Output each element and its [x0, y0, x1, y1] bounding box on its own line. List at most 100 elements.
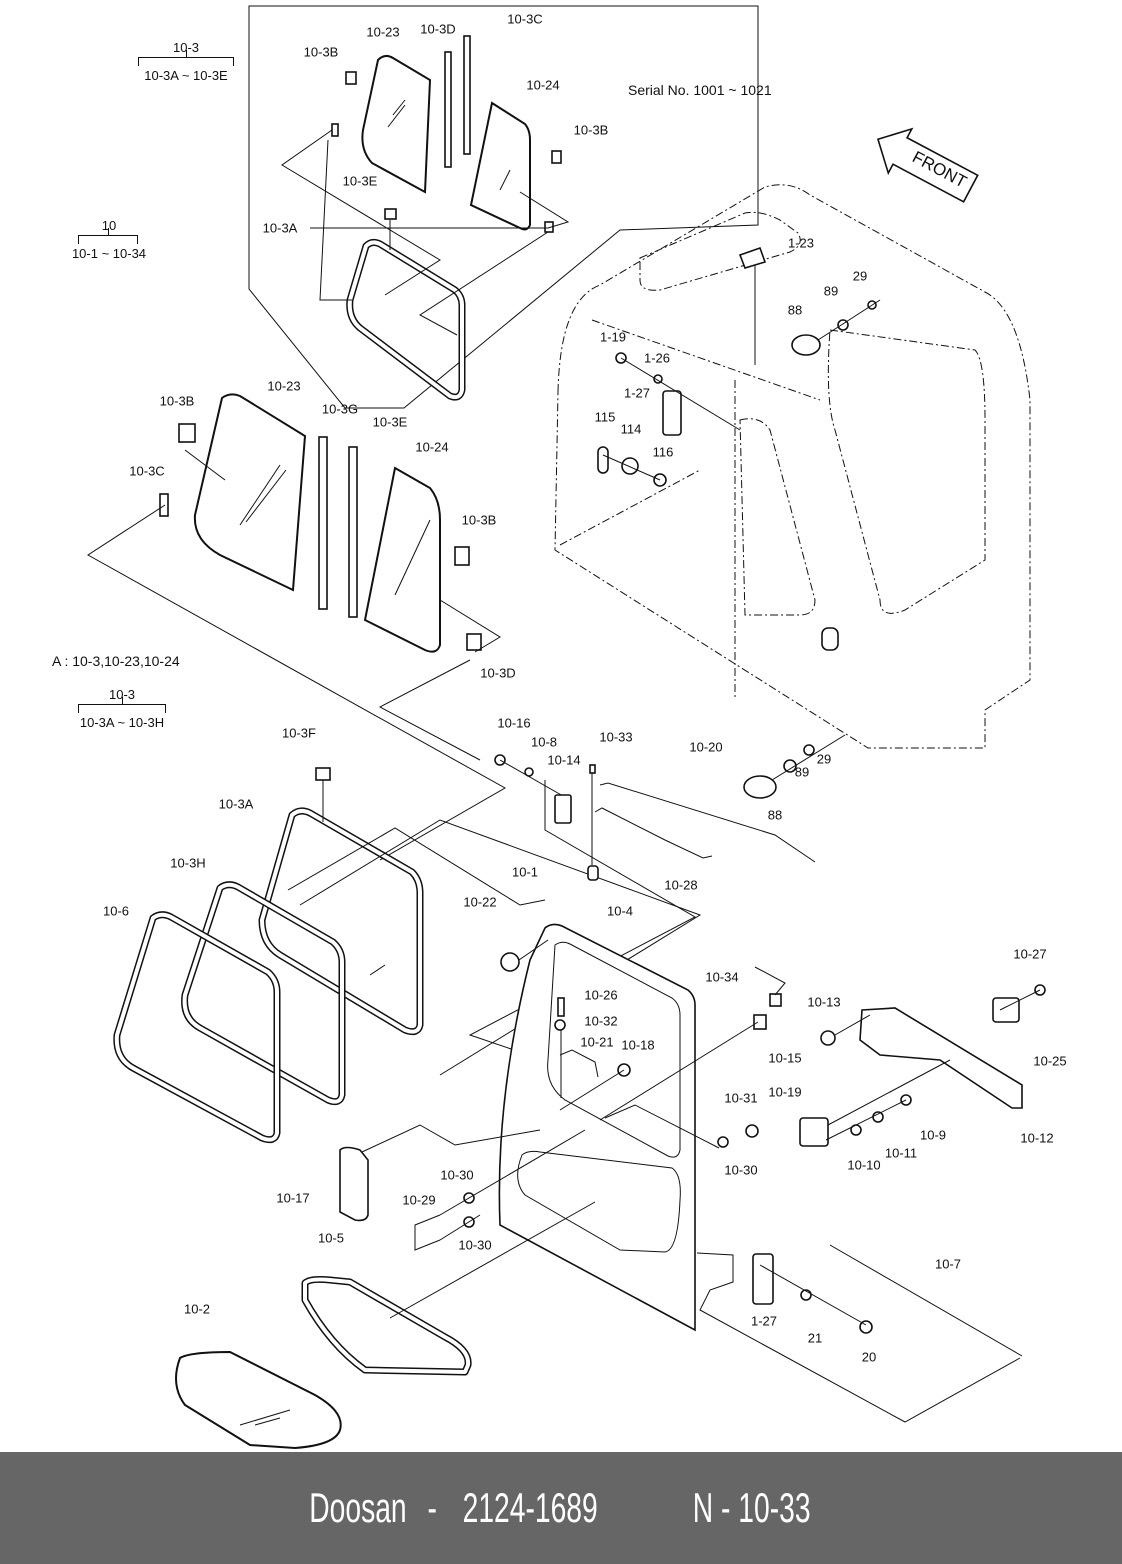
stopper-10-13 [820, 1030, 836, 1046]
callout: 10-18 [621, 1037, 655, 1053]
strip-10-7 [829, 1244, 1023, 1357]
callout: 10-4 [606, 903, 634, 919]
callout: 10-3E [372, 414, 408, 430]
callout: 10-3D [420, 21, 456, 37]
callout: 10-34 [705, 969, 739, 985]
callout: 10-3G [321, 401, 359, 417]
callout: 10-16 [497, 715, 531, 731]
callout: 89 [794, 764, 810, 780]
plate-115 [597, 446, 609, 474]
callout: 115 [594, 409, 616, 425]
callout: 10-1 [511, 864, 539, 880]
callout: 10-5 [317, 1230, 345, 1246]
callout: 10-12 [1020, 1130, 1054, 1146]
callout: 10-2 [183, 1301, 211, 1317]
callout: 10-21 [580, 1034, 614, 1050]
callout: 1-26 [643, 350, 671, 366]
handle-10-25 [992, 997, 1020, 1023]
footer-brand: Doosan [309, 1484, 407, 1531]
rod-10-20 [599, 782, 816, 863]
callout: 10-3B [159, 393, 195, 409]
callout: 10-30 [724, 1162, 758, 1178]
callout: 10-3F [282, 725, 316, 741]
bracket-10-3-inset: 10-3 10-3A ~ 10-3E [138, 40, 234, 83]
glass-10-24 [363, 466, 441, 653]
callout: 10-11 [884, 1145, 918, 1161]
washer-10-32 [554, 1019, 566, 1031]
inset-glass-10-23 [361, 54, 432, 194]
assembly-note: A : 10-3,10-23,10-24 [52, 653, 180, 669]
callout: 1-23 [787, 235, 815, 251]
hinge-1-27-top [662, 390, 682, 436]
callout: 10-22 [463, 894, 497, 910]
inset-frame [248, 5, 759, 409]
nut-10-31 [745, 1124, 759, 1138]
knob-88-top [791, 334, 821, 356]
washer-29-bottom [803, 744, 815, 756]
callout: 89 [823, 283, 839, 299]
serial-note: Serial No. 1001 ~ 1021 [628, 82, 772, 98]
parts-diagram: 10-3 10-3A ~ 10-3E 10 10-1 ~ 10-34 10-3 … [52, 5, 1067, 1450]
callout: 21 [807, 1330, 823, 1346]
callout: 10-14 [547, 752, 581, 768]
callout: 10-9 [919, 1127, 947, 1143]
bracket-1-23 [738, 246, 767, 269]
front-arrow [876, 127, 979, 203]
callout: 10-23 [366, 24, 400, 40]
callout: 10-28 [664, 877, 698, 893]
washer-1-26 [653, 374, 663, 384]
bracket-10-3-seals: 10-3 10-3A ~ 10-3H [78, 687, 166, 730]
plate-10-12 [859, 1007, 1023, 1109]
callout: 10-30 [458, 1237, 492, 1253]
footer-bar: Doosan - 2124-1689 N - 10-33 [0, 1452, 1122, 1564]
callout: 10-32 [584, 1013, 618, 1029]
inset-clip-left [331, 123, 339, 137]
callout: 10-3C [129, 463, 165, 479]
callout: 10-23 [267, 378, 301, 394]
callout: 10-15 [768, 1050, 802, 1066]
callout: 10-3A [218, 796, 254, 812]
strip-10-3G [318, 436, 328, 610]
block-10-3F [315, 767, 331, 781]
callout: 1-27 [750, 1313, 778, 1329]
callout: 10-17 [276, 1190, 310, 1206]
callout: 10-29 [402, 1192, 436, 1208]
hinge-1-27-bottom [752, 1253, 774, 1305]
callout: 10-26 [584, 987, 618, 1003]
callout: 10-8 [530, 734, 558, 750]
inset-strip-10-3D [444, 51, 452, 168]
latch-10-14 [554, 794, 572, 824]
bracket-10: 10 10-1 ~ 10-34 [71, 218, 147, 261]
clip-10-3D [466, 633, 482, 651]
callout: 10-33 [599, 729, 633, 745]
callout: 10-31 [724, 1090, 758, 1106]
glass-10-23 [193, 393, 307, 592]
callout: 10-25 [1033, 1053, 1067, 1069]
callout: 88 [767, 807, 783, 823]
seal-10-5 [301, 1275, 472, 1376]
callout: 10-3A [262, 220, 298, 236]
bolt-20 [859, 1320, 873, 1334]
inset-block-10-3E [384, 208, 397, 220]
callout: 10-3B [461, 512, 497, 528]
washer-89-bottom [783, 759, 797, 773]
washer-10-30-right [717, 1136, 729, 1148]
callout: 20 [861, 1349, 877, 1365]
callout: 29 [852, 268, 868, 284]
inset-clip-10-3B-b [551, 150, 562, 164]
callout: 10-10 [847, 1157, 881, 1173]
callout: 1-19 [599, 329, 627, 345]
catch-10-15 [753, 1014, 767, 1030]
callout: 10-13 [807, 994, 841, 1010]
footer-title: Doosan - 2124-1689 N - 10-33 [309, 1484, 811, 1531]
clip-10-3C [159, 493, 169, 517]
footer-ref: N - 10-33 [692, 1484, 811, 1531]
callout: 10-7 [934, 1256, 962, 1272]
spring-10-21 [559, 1049, 599, 1078]
bushing-114 [621, 457, 639, 475]
handle-10-17 [339, 1146, 369, 1222]
callout: 10-30 [440, 1167, 474, 1183]
callout: 10-6 [102, 903, 130, 919]
knob-88-bottom [743, 775, 777, 799]
callout: 10-3D [480, 665, 516, 681]
